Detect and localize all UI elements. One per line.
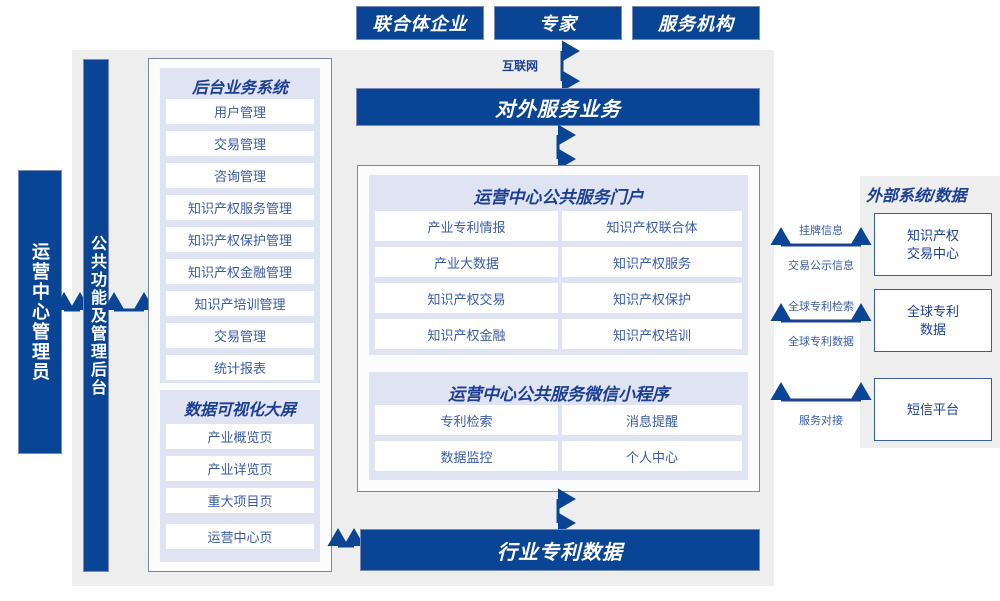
external-system-line2: 交易中心 [906,245,959,261]
external-system-line2: 数据 [919,321,946,337]
backend-item-label: 交易管理 [213,329,266,344]
external-connector-2-label-above: 全球专利检索 [788,301,854,313]
data-visual-item[interactable]: 重大项目页 [166,488,314,513]
miniprogram-item[interactable]: 专利检索 [375,405,558,435]
external-service-bar-label: 对外服务业务 [495,98,621,121]
backend-item[interactable]: 交易管理 [166,323,314,348]
backend-item-label: 知识产培训管理 [194,297,286,312]
external-system-ip-exchange[interactable]: 知识产权 交易中心 [874,213,992,276]
operations-center-admin[interactable]: 运营中心管理员 [18,170,62,454]
portal-item-label: 产业专利情报 [427,219,506,235]
portal-item[interactable]: 知识产权培训 [562,319,742,349]
common-function-backend-bar[interactable]: 公共功能及管理后台 [83,59,109,572]
backend-item-label: 用户管理 [213,105,266,120]
portal-item-label: 产业大数据 [433,255,499,271]
miniprogram-item-label: 个人中心 [625,449,678,465]
portal-item[interactable]: 知识产权联合体 [562,211,742,241]
data-visual-item-label: 重大项目页 [207,494,273,509]
portal-item-label: 知识产权培训 [612,327,691,343]
backend-item-label: 知识产权保护管理 [187,233,292,248]
data-visual-item[interactable]: 产业概览页 [166,424,314,449]
miniprogram-item-label: 专利检索 [440,413,493,429]
external-connector-1-label-below: 交易公示信息 [788,260,854,272]
miniprogram-item[interactable]: 消息提醒 [562,405,742,435]
miniprogram-item-label: 数据监控 [440,449,493,465]
external-system-line1: 全球专利 [906,303,959,319]
backend-item[interactable]: 知识产权金融管理 [166,259,314,284]
portal-item[interactable]: 知识产权交易 [375,283,558,313]
portal-item[interactable]: 产业专利情报 [375,211,558,241]
external-systems-title: 外部系统/数据 [866,188,967,205]
portal-title: 运营中心公共服务门户 [473,188,644,207]
data-visual-item-label: 产业概览页 [207,430,273,445]
industry-patent-data-bar[interactable]: 行业专利数据 [360,529,760,571]
miniprogram-item[interactable]: 数据监控 [375,441,558,471]
external-connector-3-label-below: 服务对接 [799,415,843,427]
portal-item-label: 知识产权服务 [612,255,691,271]
top-actor-label: 联合体企业 [372,14,468,34]
common-function-backend-label: 公共功能及管理后台 [88,234,105,397]
external-system-line1: 短信平台 [906,401,959,417]
top-actor-union-enterprise[interactable]: 联合体企业 [356,6,484,40]
admin-to-backend-arrow [53,292,91,312]
backend-item[interactable]: 交易管理 [166,131,314,156]
data-visual-item-label: 产业详览页 [207,462,273,477]
top-actor-label: 专家 [539,14,577,34]
backend-item-label: 交易管理 [213,137,266,152]
backend-item-label: 咨询管理 [213,169,266,184]
backend-system-title: 后台业务系统 [191,80,288,97]
miniprogram-item-label: 消息提醒 [625,413,678,429]
portal-item-label: 知识产权金融 [427,327,506,343]
service-to-portal-arrow [556,124,576,170]
external-service-bar[interactable]: 对外服务业务 [356,88,760,126]
column-to-industry-arrow [327,528,365,548]
center-to-industry-arrow [556,488,576,534]
operations-center-admin-label: 运营中心管理员 [30,242,50,382]
external-connector-2-label-below: 全球专利数据 [788,336,854,348]
external-system-sms-platform[interactable]: 短信平台 [874,378,992,441]
external-connector-1-arrow [770,227,872,247]
external-connector-2-arrow [770,303,872,323]
backend-item[interactable]: 用户管理 [166,99,314,124]
data-visualization-title: 数据可视化大屏 [183,402,296,419]
backend-item-label: 知识产权服务管理 [187,201,292,216]
external-connector-1-label-above: 挂牌信息 [799,225,843,237]
backend-item-label: 知识产权金融管理 [187,265,292,280]
miniprogram-title: 运营中心公共服务微信小程序 [448,385,669,404]
internet-label: 互联网 [501,59,538,73]
industry-patent-data-label: 行业专利数据 [497,541,623,564]
portal-item[interactable]: 产业大数据 [375,247,558,277]
external-system-line1: 知识产权 [906,227,959,243]
data-visual-item[interactable]: 产业详览页 [166,456,314,481]
data-visual-item-label: 运营中心页 [207,530,273,545]
data-visual-item[interactable]: 运营中心页 [166,524,314,549]
backend-item[interactable]: 知识产权服务管理 [166,195,314,220]
top-actor-expert[interactable]: 专家 [494,6,622,40]
backend-item-label: 统计报表 [213,361,266,376]
portal-item[interactable]: 知识产权服务 [562,247,742,277]
portal-item[interactable]: 知识产权保护 [562,283,742,313]
backend-item[interactable]: 统计报表 [166,355,314,380]
portal-item-label: 知识产权交易 [427,291,506,307]
backend-item[interactable]: 知识产培训管理 [166,291,314,316]
backend-item[interactable]: 知识产权保护管理 [166,227,314,252]
external-connector-3-arrow [770,382,872,402]
top-actor-service-org[interactable]: 服务机构 [632,6,760,40]
backend-item[interactable]: 咨询管理 [166,163,314,188]
portal-item-label: 知识产权联合体 [606,219,698,235]
portal-item[interactable]: 知识产权金融 [375,319,558,349]
top-actor-label: 服务机构 [658,14,734,34]
backend-to-column-arrow [103,292,155,312]
miniprogram-item[interactable]: 个人中心 [562,441,742,471]
external-system-global-patent[interactable]: 全球专利 数据 [874,289,992,352]
portal-item-label: 知识产权保护 [612,291,691,307]
internet-arrow [560,40,580,92]
